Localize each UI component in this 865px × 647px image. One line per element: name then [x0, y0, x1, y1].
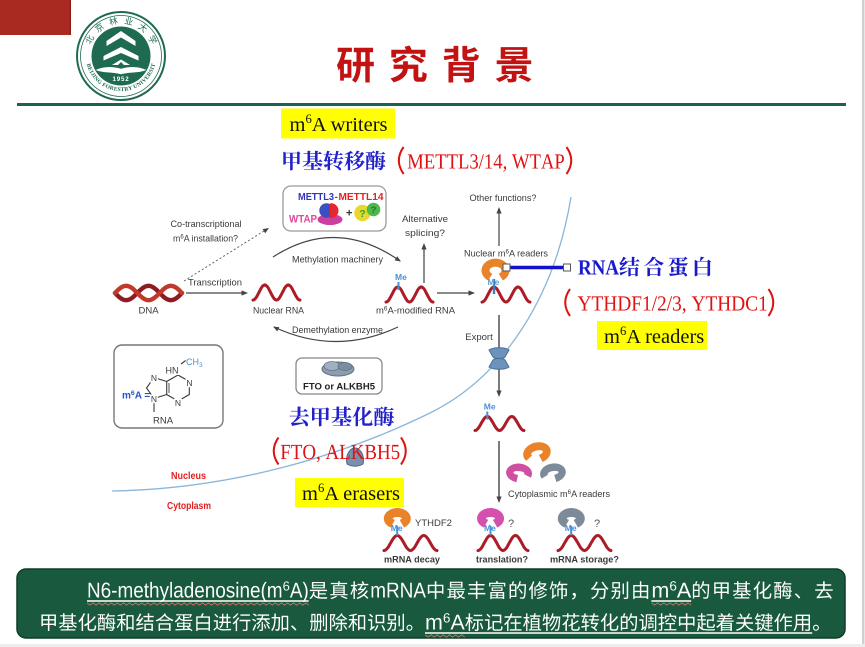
svg-text:splicing?: splicing?	[405, 228, 445, 239]
svg-text:Me: Me	[391, 523, 403, 533]
svg-text:N: N	[151, 394, 157, 404]
svg-text:RNA: RNA	[153, 416, 174, 427]
svg-text:?: ?	[359, 208, 365, 220]
svg-text:WTAP: WTAP	[289, 214, 317, 226]
svg-text:m6A installation?: m6A installation?	[173, 233, 238, 244]
svg-text:N: N	[186, 378, 192, 388]
svg-text:Me: Me	[484, 523, 496, 533]
svg-text:m6A writers: m6A writers	[290, 112, 388, 136]
svg-text:Co-transcriptional: Co-transcriptional	[171, 219, 242, 230]
svg-text:Nuclear RNA: Nuclear RNA	[253, 306, 305, 317]
svg-text:HN: HN	[166, 366, 179, 376]
svg-text:N: N	[175, 398, 181, 408]
svg-text:Me: Me	[488, 277, 500, 287]
svg-text:mRNA decay: mRNA decay	[384, 555, 441, 566]
svg-text:m6A =: m6A =	[122, 390, 150, 401]
svg-text:1952: 1952	[113, 76, 130, 83]
svg-text:DNA: DNA	[138, 306, 159, 317]
svg-text:METTL3: METTL3	[298, 192, 334, 203]
svg-text:N: N	[151, 373, 157, 383]
svg-text:Me: Me	[395, 272, 407, 282]
svg-text:+: +	[346, 208, 352, 220]
svg-text:?: ?	[594, 518, 600, 530]
svg-text:?: ?	[371, 205, 377, 216]
svg-text:Transcription: Transcription	[188, 278, 242, 289]
svg-text:mRNA storage?: mRNA storage?	[550, 555, 619, 566]
svg-text:Export: Export	[465, 332, 493, 343]
svg-text:Cytoplasmic m6A readers: Cytoplasmic m6A readers	[508, 489, 610, 500]
svg-text:Nucleus: Nucleus	[171, 471, 206, 482]
svg-text:Nuclear m6A readers: Nuclear m6A readers	[464, 248, 548, 259]
svg-text:METTL14: METTL14	[339, 192, 384, 203]
svg-text:FTO or ALKBH5: FTO or ALKBH5	[303, 382, 376, 393]
svg-text:Me: Me	[565, 523, 577, 533]
svg-text:Alternative: Alternative	[402, 214, 448, 225]
svg-text:m6A readers: m6A readers	[604, 324, 704, 348]
svg-text:Cytoplasm: Cytoplasm	[167, 501, 211, 512]
svg-text:?: ?	[508, 518, 514, 530]
svg-text:Demethylation enzyme: Demethylation enzyme	[292, 325, 383, 336]
svg-text:YTHDF2: YTHDF2	[415, 518, 452, 529]
svg-text:Other functions?: Other functions?	[470, 193, 537, 204]
svg-text:-: -	[335, 192, 338, 203]
svg-text:m6A erasers: m6A erasers	[302, 481, 400, 505]
svg-text:Methylation machinery: Methylation machinery	[292, 255, 383, 266]
svg-text:Me: Me	[484, 402, 496, 412]
svg-text:translation?: translation?	[476, 555, 528, 566]
svg-text:m6A-modified RNA: m6A-modified RNA	[376, 305, 456, 316]
